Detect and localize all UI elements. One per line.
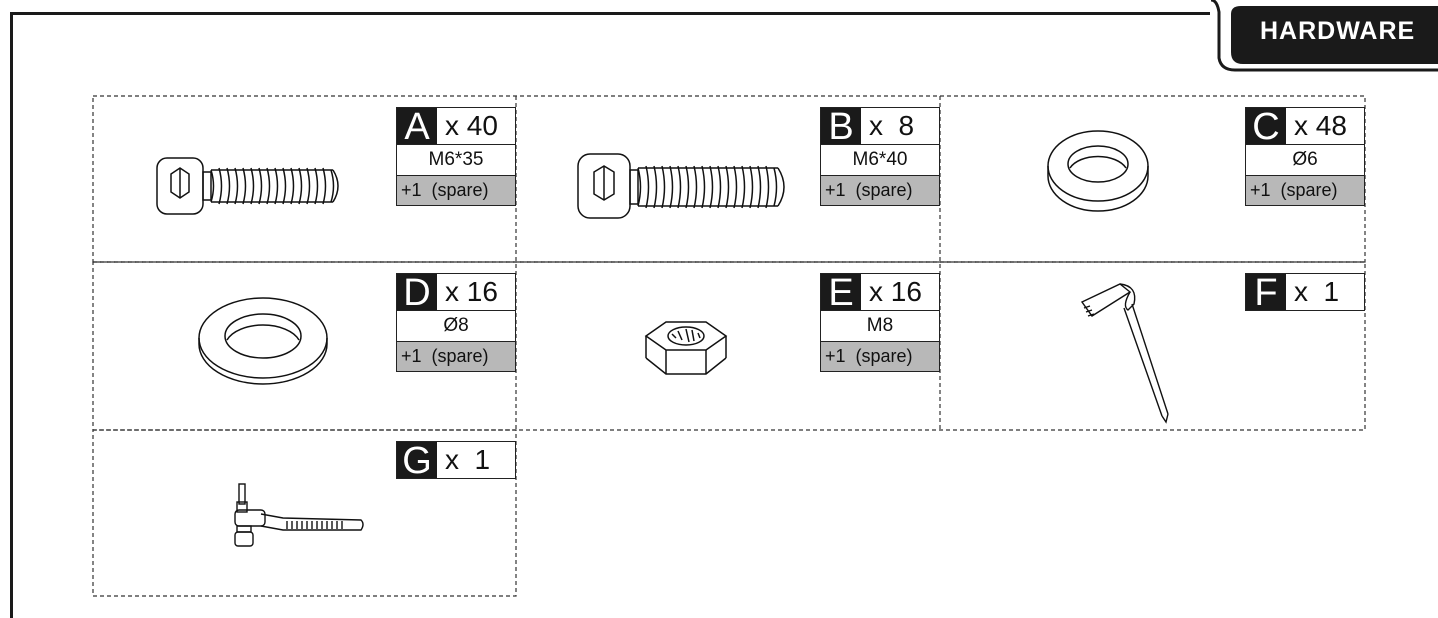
part-quantity: x 16 (861, 274, 939, 310)
part-quantity: x 48 (1286, 108, 1364, 144)
ratchet-wrench-icon (234, 483, 364, 547)
part-quantity: x 8 (861, 108, 939, 144)
part-spare: +1 (spare) (1245, 176, 1365, 206)
section-title: HARDWARE (1260, 17, 1416, 45)
part-label-g: G x 1 (396, 441, 516, 480)
part-quantity: x 1 (437, 442, 515, 478)
part-size: Ø8 (396, 311, 516, 342)
page-frame-top (10, 12, 1210, 15)
flat-washer-8-icon (198, 297, 328, 385)
part-label-f: F x 1 (1245, 273, 1365, 312)
part-cell-a: A x 40 M6*35 +1 (spare) (93, 96, 516, 262)
part-cell-c: C x 48 Ø6 +1 (spare) (940, 96, 1365, 262)
part-spare: +1 (spare) (396, 176, 516, 206)
flat-washer-6-icon (1047, 130, 1149, 212)
part-spare: +1 (spare) (820, 342, 940, 372)
part-quantity: x 1 (1286, 274, 1364, 310)
socket-cap-screw-m6x35-icon (156, 157, 339, 215)
part-size: M6*40 (820, 145, 940, 176)
part-letter: F (1246, 274, 1286, 312)
part-cell-e: E x 16 M8 +1 (spare) (516, 262, 940, 430)
part-cell-f: F x 1 (940, 262, 1365, 430)
part-label-b: B x 8 M6*40 +1 (spare) (820, 107, 940, 206)
section-tab-shape (1210, 0, 1438, 72)
spanner-key-icon (1080, 283, 1169, 424)
socket-cap-screw-m6x40-icon (577, 153, 785, 219)
part-spare: +1 (spare) (820, 176, 940, 206)
part-spare: +1 (spare) (396, 342, 516, 372)
section-tab: HARDWARE (1205, 0, 1438, 75)
part-letter: A (397, 108, 437, 146)
part-letter: G (397, 442, 437, 480)
part-letter: E (821, 274, 861, 312)
part-cell-d: D x 16 Ø8 +1 (spare) (93, 262, 516, 430)
part-letter: B (821, 108, 861, 146)
part-quantity: x 40 (437, 108, 515, 144)
part-letter: D (397, 274, 437, 312)
part-label-d: D x 16 Ø8 +1 (spare) (396, 273, 516, 372)
part-quantity: x 16 (437, 274, 515, 310)
part-size: M6*35 (396, 145, 516, 176)
part-cell-b: B x 8 M6*40 +1 (spare) (516, 96, 940, 262)
part-size: M8 (820, 311, 940, 342)
part-letter: C (1246, 108, 1286, 146)
part-label-e: E x 16 M8 +1 (spare) (820, 273, 940, 372)
hex-nut-m8-icon (644, 321, 728, 375)
part-label-c: C x 48 Ø6 +1 (spare) (1245, 107, 1365, 206)
page-frame-left (10, 12, 13, 618)
part-size: Ø6 (1245, 145, 1365, 176)
part-label-a: A x 40 M6*35 +1 (spare) (396, 107, 516, 206)
part-cell-g: G x 1 (93, 430, 516, 596)
